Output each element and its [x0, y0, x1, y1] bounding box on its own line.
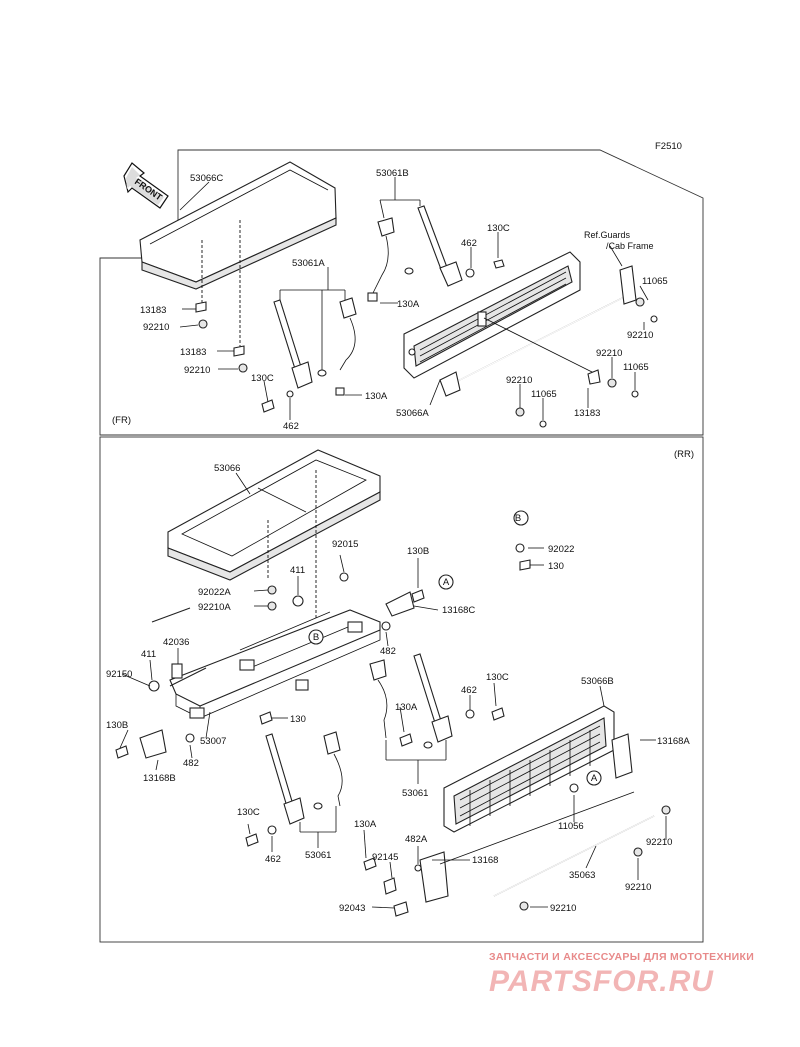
part-label: 411 — [141, 649, 156, 660]
seat-belt-53061-upper — [369, 653, 453, 749]
part-label: 13168C — [442, 605, 475, 616]
part-label: 92210A — [198, 602, 231, 613]
part-label: 11065 — [623, 362, 649, 373]
part-label: 411 — [290, 565, 305, 576]
part-label: 92210 — [550, 903, 576, 914]
part-label: 92210 — [143, 322, 169, 333]
watermark-logo: PARTSFOR.RU — [489, 965, 714, 998]
seat-cushion-53066c — [139, 161, 337, 350]
part-label: 92210 — [627, 330, 653, 341]
part-label: 92150 — [106, 669, 132, 680]
rear-leader-lines — [119, 472, 667, 909]
part-label: 13183 — [574, 408, 600, 419]
part-label: 92043 — [339, 903, 365, 914]
part-label: 53061 — [402, 788, 428, 799]
part-label: 53061B — [376, 168, 409, 179]
part-label: 92210 — [646, 837, 672, 848]
part-label: 42036 — [163, 637, 189, 648]
watermark-tagline: ЗАПЧАСТИ И АКСЕССУАРЫ ДЛЯ МОТОТЕХНИКИ — [489, 951, 755, 963]
part-label: 130B — [106, 720, 128, 731]
diagram-code: F2510 — [655, 141, 682, 152]
part-label: 53007 — [200, 736, 226, 747]
part-label: 130A — [365, 391, 388, 402]
guard-rod-rear — [419, 733, 655, 903]
front-direction-arrow-icon: FRONT — [123, 162, 169, 209]
part-label: 92210 — [625, 882, 651, 893]
callout-letter: B — [515, 513, 521, 524]
part-label: 130 — [548, 561, 564, 572]
part-label: 92210 — [596, 348, 622, 359]
rear-panel-frame — [99, 436, 704, 943]
seat-frame-53007 — [169, 609, 381, 719]
part-label: 11056 — [558, 821, 584, 832]
callout-letter: A — [443, 577, 450, 588]
part-label: 130A — [397, 299, 420, 310]
seat-belt-53061-lower — [265, 731, 343, 825]
seat-base-53066 — [167, 449, 381, 620]
guard-panel-53066a — [403, 251, 581, 379]
ref-note-line1: Ref.Guards — [584, 230, 631, 240]
brackets-rear — [139, 591, 415, 759]
part-label: 92015 — [332, 539, 358, 550]
part-label: 482 — [183, 758, 199, 769]
callout-letter: A — [591, 773, 598, 784]
part-label: 462 — [283, 421, 299, 432]
part-label: 130C — [237, 807, 260, 818]
part-label: 482A — [405, 834, 428, 845]
part-label: 53066C — [190, 173, 223, 184]
part-label: 130A — [354, 819, 377, 830]
front-fasteners — [195, 259, 658, 428]
part-label: 462 — [461, 238, 477, 249]
callout-circles — [308, 510, 602, 786]
seat-belt-53061a — [273, 297, 357, 396]
rear-fasteners — [115, 543, 671, 917]
part-label: 130B — [407, 546, 429, 557]
front-leader-lines — [179, 177, 649, 420]
seat-belt-53061b — [367, 205, 463, 302]
part-label: 92145 — [372, 852, 398, 863]
part-label: 482 — [380, 646, 396, 657]
part-label: 13168 — [472, 855, 498, 866]
part-label: 13168B — [143, 773, 176, 784]
front-panel-frame — [99, 149, 704, 436]
guard-rod-front — [439, 265, 637, 397]
part-label: 53066 — [214, 463, 240, 474]
part-label: 462 — [265, 854, 281, 865]
part-label: 53066A — [396, 408, 429, 419]
part-label: 92210 — [506, 375, 532, 386]
callout-letter: B — [313, 632, 319, 643]
part-label: 130 — [290, 714, 306, 725]
part-label: 53066B — [581, 676, 614, 687]
part-label: 92210 — [184, 365, 210, 376]
part-label: 13183 — [180, 347, 206, 358]
part-label: 130C — [486, 672, 509, 683]
part-label: 462 — [461, 685, 477, 696]
part-label: 11065 — [642, 276, 668, 287]
part-label: 130A — [395, 702, 418, 713]
part-label: 130C — [487, 223, 510, 234]
section-label-front: (FR) — [112, 415, 131, 426]
part-label: 53061 — [305, 850, 331, 861]
part-label: 130C — [251, 373, 274, 384]
ref-note-line2: /Cab Frame — [606, 241, 654, 251]
section-label-rear: (RR) — [674, 449, 694, 460]
part-label: 13183 — [140, 305, 166, 316]
part-label: 92022A — [198, 587, 231, 598]
part-label: 13168A — [657, 736, 690, 747]
part-label: 11065 — [531, 389, 557, 400]
part-label: 35063 — [569, 870, 595, 881]
part-label: 53061A — [292, 258, 325, 269]
guard-panel-53066b — [443, 705, 615, 833]
part-label: 92022 — [548, 544, 574, 555]
